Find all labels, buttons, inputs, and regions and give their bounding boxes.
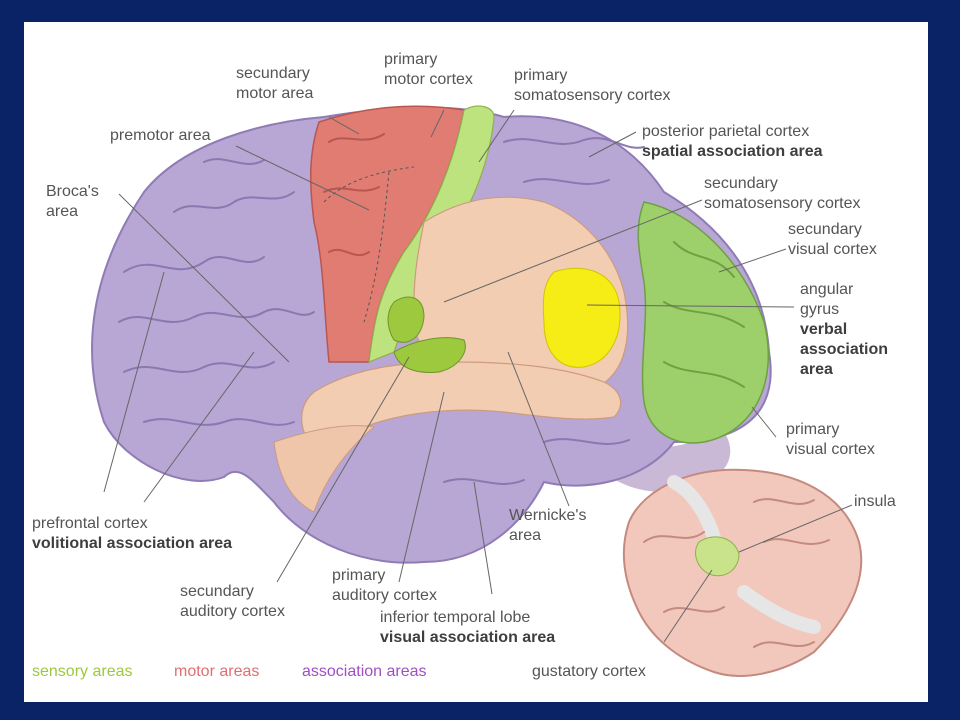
inset-insula (695, 536, 740, 577)
label-insula: insula (854, 493, 896, 510)
label-secondary-motor-area: secundary motor area (236, 65, 314, 102)
legend-sensory-areas: sensory areas (32, 663, 133, 680)
label-gustatory-cortex: gustatory cortex (532, 663, 646, 680)
premotor-dashed-line-2 (363, 171, 390, 323)
angular-gyrus-region (542, 267, 621, 368)
label-primary-visual-cortex: primary visual cortex (786, 421, 875, 458)
label-inferior-temporal-lobe: inferior temporal lobe visual associatio… (380, 609, 556, 646)
temporal-lobe-lower (273, 425, 376, 513)
motor-gyri-lines (323, 133, 385, 257)
visual-cortex-region (637, 201, 769, 444)
broca-green-spot (387, 296, 425, 343)
label-primary-somatosensory-cortex: primary somatosensory cortex (514, 67, 671, 104)
label-posterior-parietal-cortex: posterior parietal cortex spatial associ… (642, 123, 823, 160)
label-premotor-area: premotor area (110, 127, 211, 144)
primary-auditory-region (393, 337, 466, 373)
inset-sulcus-2 (737, 585, 821, 634)
diagram-panel: secundary motor area primary motor corte… (24, 22, 928, 702)
label-secondary-visual-cortex: secundary visual cortex (788, 221, 877, 258)
inset-gyri (643, 498, 830, 648)
legend-association-areas: association areas (302, 663, 427, 680)
label-wernickes-area: Wernicke's area (509, 507, 587, 544)
gyri-lines (118, 137, 645, 485)
label-secondary-somatosensory-cortex: secundary somatosensory cortex (704, 175, 861, 212)
inset-brain (622, 468, 863, 677)
label-prefrontal-cortex: prefrontal cortex volitional association… (32, 515, 233, 552)
legend-motor-areas: motor areas (174, 663, 260, 680)
label-brocas-area: Broca's area (46, 183, 99, 220)
brain-illustration (91, 105, 863, 677)
label-angular-gyrus: angular gyrus verbal association area (800, 281, 889, 378)
label-primary-auditory-cortex: primary auditory cortex (332, 567, 437, 604)
leader-lines (103, 109, 853, 643)
premotor-dashed-line (323, 166, 415, 203)
label-primary-motor-cortex: primary motor cortex (384, 51, 473, 88)
label-secondary-auditory-cortex: secundary auditory cortex (180, 583, 285, 620)
